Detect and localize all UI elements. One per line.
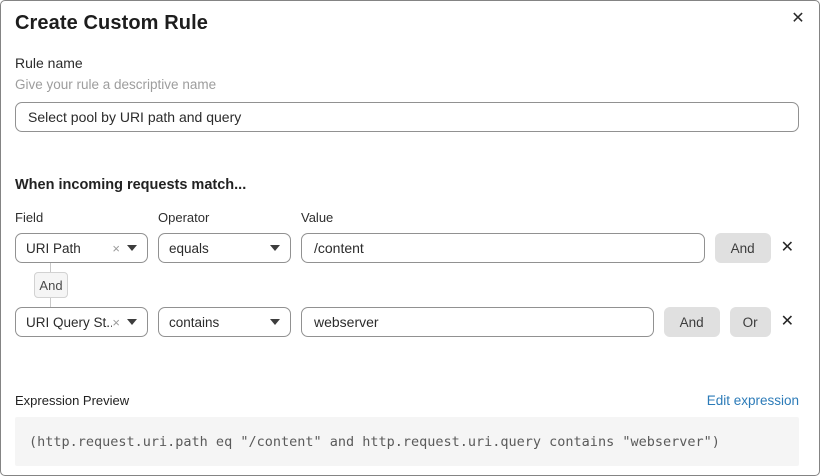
operator-select-value: equals	[169, 240, 209, 256]
field-select[interactable]: URI Query St... ×	[15, 307, 148, 337]
and-button[interactable]: And	[663, 307, 720, 337]
rule-name-input[interactable]	[15, 102, 799, 132]
select-clear-icon[interactable]: ×	[112, 240, 120, 256]
expression-preview-header: Expression Preview Edit expression	[15, 393, 799, 408]
operator-select-value: contains	[169, 314, 220, 330]
field-select[interactable]: URI Path ×	[15, 233, 148, 263]
delete-condition-icon[interactable]: ✕	[780, 239, 794, 256]
match-heading: When incoming requests match...	[15, 177, 247, 193]
dialog-title: Create Custom Rule	[15, 12, 208, 34]
condition-row: URI Path × equals And ✕	[15, 233, 799, 263]
connector-line	[50, 298, 51, 307]
edit-expression-link[interactable]: Edit expression	[706, 393, 799, 408]
column-header-value: Value	[301, 210, 334, 225]
field-select-value: URI Path	[26, 240, 81, 256]
chevron-down-icon	[127, 319, 137, 325]
select-clear-icon[interactable]: ×	[112, 314, 120, 330]
and-connector: And	[15, 263, 799, 307]
and-button[interactable]: And	[714, 233, 771, 263]
operator-select[interactable]: equals	[158, 233, 291, 263]
connector-line	[50, 263, 51, 272]
field-select-value: URI Query St...	[26, 314, 113, 330]
operator-select[interactable]: contains	[158, 307, 291, 337]
chevron-down-icon	[127, 245, 137, 251]
condition-row: URI Query St... × contains And Or ✕	[15, 307, 799, 337]
delete-condition-icon[interactable]: ✕	[780, 313, 794, 330]
value-input[interactable]	[301, 307, 654, 337]
rule-name-hint: Give your rule a descriptive name	[15, 77, 217, 92]
dialog-header: Create Custom Rule ✕	[15, 1, 805, 35]
column-headers: Field Operator Value	[15, 210, 799, 225]
expression-preview-label: Expression Preview	[15, 393, 130, 408]
close-icon[interactable]: ✕	[791, 10, 805, 27]
expression-code: (http.request.uri.path eq "/content" and…	[15, 417, 799, 466]
column-header-operator: Operator	[158, 210, 210, 225]
rule-name-label: Rule name	[15, 55, 83, 71]
chevron-down-icon	[270, 319, 280, 325]
and-connector-badge: And	[34, 272, 68, 298]
or-button[interactable]: Or	[729, 307, 771, 337]
value-input[interactable]	[301, 233, 705, 263]
chevron-down-icon	[270, 245, 280, 251]
column-header-field: Field	[15, 210, 44, 225]
